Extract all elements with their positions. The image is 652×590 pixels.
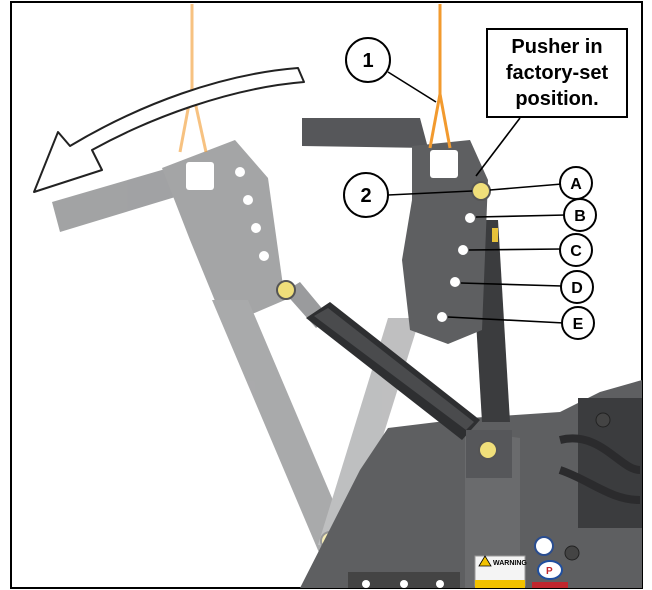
- leader-1: [387, 71, 437, 103]
- callout-1-label: 1: [362, 50, 373, 72]
- note-line-2: factory-set: [505, 62, 609, 84]
- machine-body: WARNING P: [300, 380, 642, 588]
- caution-decal: [475, 580, 525, 588]
- ghost-hole-4: [259, 251, 269, 261]
- ghost-pusher-lower-link: [212, 300, 352, 555]
- red-decal: [532, 582, 568, 588]
- cylinder-highlight: [314, 308, 474, 430]
- cylinder-lower-bolt: [478, 440, 498, 460]
- ghost-hole-3: [251, 223, 261, 233]
- ghost-lifting-strap: [178, 4, 208, 153]
- hydraulic-hose-2: [558, 466, 641, 504]
- shield-decal-mark: P: [546, 566, 553, 577]
- rotation-arrow: [33, 67, 305, 193]
- callout-a: A: [559, 166, 593, 200]
- adjust-hole-c: [458, 245, 468, 255]
- callout-b: B: [563, 198, 597, 232]
- base-panel-hole-3: [436, 580, 444, 588]
- leader-lines: [387, 71, 567, 324]
- ghost-hole-1: [235, 167, 245, 177]
- pusher-assembly: [302, 118, 510, 422]
- adjust-hole-e: [437, 312, 447, 322]
- callout-c: C: [559, 233, 593, 267]
- base-panel-hole-2: [400, 580, 408, 588]
- certification-seal: [534, 536, 554, 556]
- note-line-1: Pusher in: [511, 36, 603, 58]
- leader-d: [460, 282, 563, 287]
- base-panel-hole: [362, 580, 370, 588]
- callout-d: D: [560, 270, 594, 304]
- factory-position-note: Pusher in factory-set position.: [486, 28, 628, 118]
- cylinder-upper-bolt: [276, 280, 296, 300]
- ghost-mount-hole: [186, 162, 214, 190]
- leader-2: [387, 190, 473, 196]
- leader-c: [468, 248, 563, 251]
- callout-2: 2: [343, 172, 389, 218]
- callout-e-label: E: [573, 316, 584, 333]
- housing-bolt: [564, 545, 580, 561]
- warning-decal-text: WARNING: [493, 560, 527, 567]
- ghost-hole-2: [243, 195, 253, 205]
- adjust-hole-d: [450, 277, 460, 287]
- pusher-mount-hole: [430, 150, 458, 178]
- ghost-pusher-plate: [162, 140, 285, 320]
- pusher-yellow-detail: [492, 228, 498, 242]
- leader-b: [475, 214, 567, 218]
- callout-2-label: 2: [360, 185, 371, 207]
- callout-b-label: B: [574, 208, 586, 225]
- warning-triangle-icon: [478, 555, 492, 567]
- leader-a: [489, 183, 563, 191]
- adjust-hole-b: [465, 213, 475, 223]
- leader-e: [447, 316, 565, 324]
- hydraulic-hose: [559, 434, 641, 474]
- shield-decal: [537, 560, 563, 580]
- housing-bolt-2: [595, 412, 611, 428]
- callout-c-label: C: [570, 243, 582, 260]
- callout-a-label: A: [570, 176, 582, 193]
- pusher-bar: [302, 118, 428, 148]
- note-line-3: position.: [515, 88, 599, 110]
- callout-d-label: D: [571, 280, 583, 297]
- adjust-bolt-a: [471, 181, 491, 201]
- lifting-strap: [428, 4, 452, 149]
- callout-e: E: [561, 306, 595, 340]
- callout-1: 1: [345, 37, 391, 83]
- leader-note: [475, 117, 521, 177]
